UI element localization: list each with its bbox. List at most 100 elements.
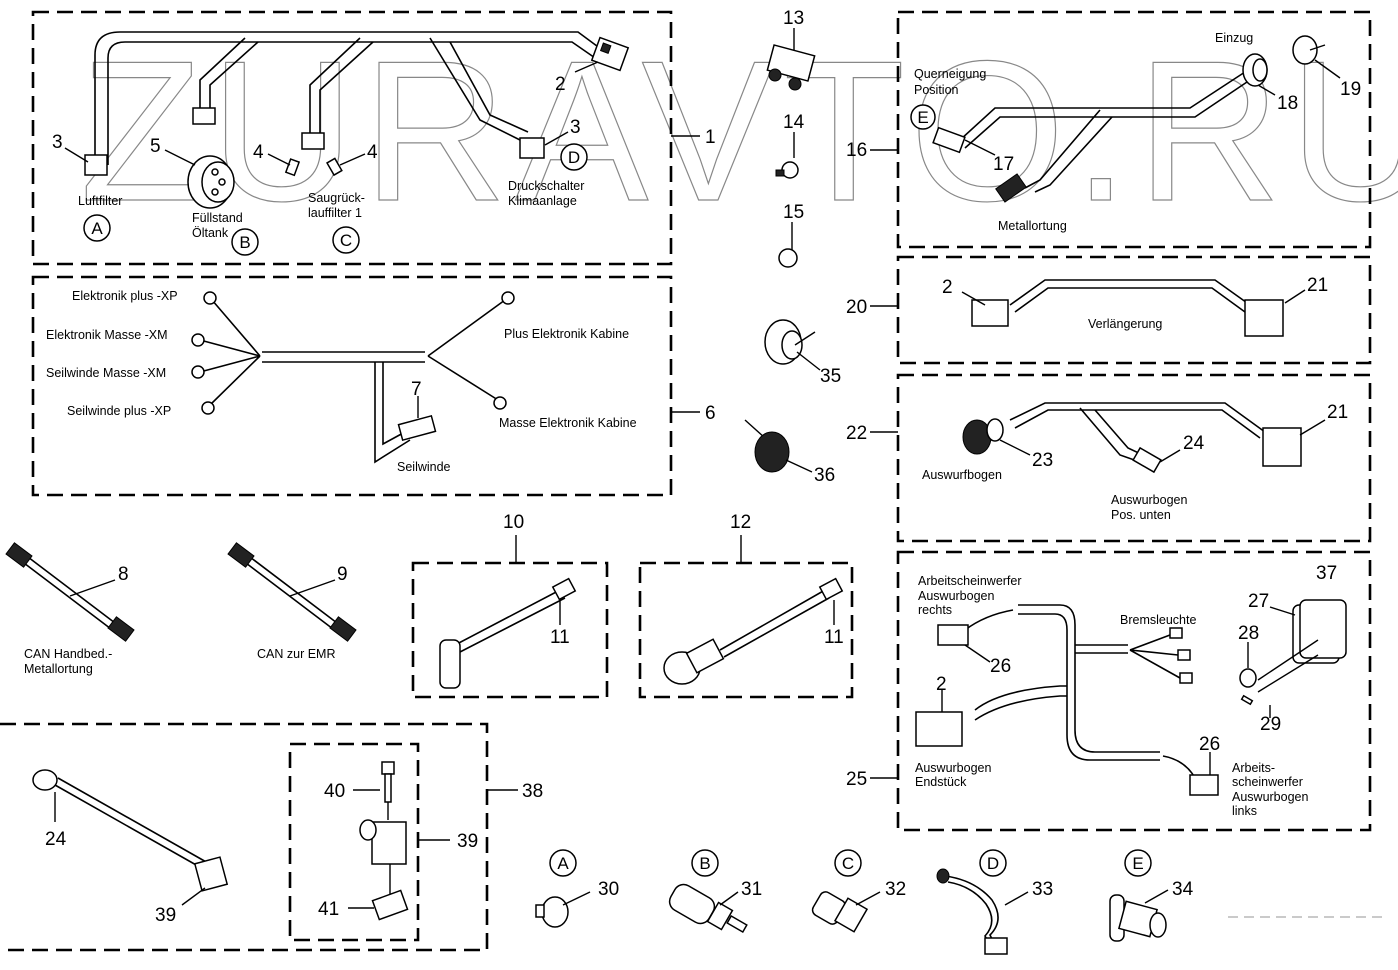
sensor-32[interactable]: C 32 (810, 849, 906, 933)
group-25-harness[interactable]: 25 26 2 26 37 27 28 29 Arbeitsc (846, 550, 1372, 832)
harness-wire (1018, 604, 1160, 761)
label-seilwinde-masse: Seilwinde Masse -XM (46, 366, 166, 380)
sleeve (192, 107, 216, 125)
connector-3-right[interactable] (519, 137, 545, 159)
label-auswurbogen: Auswurbogen (918, 589, 994, 603)
connector-21[interactable] (1244, 299, 1284, 337)
connector-21[interactable] (1262, 427, 1302, 467)
callout-28: 28 (1238, 623, 1259, 644)
group-22-harness[interactable]: 22 23 24 21 Auswurfbogen Auswurbogen Pos… (846, 373, 1372, 543)
group-12-number: 12 (730, 512, 751, 533)
label-arbeitscheinwerfer: Arbeitscheinwerfer (918, 574, 1022, 588)
connector-3-left[interactable] (84, 154, 108, 176)
group-1-harness[interactable]: 1 3 5 4 4 (31, 10, 716, 266)
group-38-kit[interactable]: 38 24 39 39 40 41 (0, 722, 543, 952)
metallortung-plug (995, 173, 1027, 203)
circle-D (560, 143, 588, 171)
watermark-text: ZURAVTO.RU (80, 20, 1398, 243)
group-16-harness[interactable]: 16 17 18 19 Querneigung Position Einzug … (846, 10, 1372, 249)
part-15-clamp[interactable]: 15 (778, 202, 804, 268)
part-9-can-cable[interactable]: 9 CAN zur EMR (227, 542, 357, 661)
connector-24[interactable] (1132, 446, 1162, 474)
sensor-30[interactable]: A 30 (535, 849, 619, 928)
group-22-frame (896, 373, 1372, 543)
part-35-cap[interactable]: 35 (764, 319, 841, 387)
callout-36: 36 (814, 465, 835, 486)
group-12-cable[interactable]: 12 11 (638, 512, 854, 699)
circle-D-text: D (987, 854, 999, 873)
valve-plug-39[interactable] (371, 821, 407, 865)
label-pos-unten: Pos. unten (1111, 508, 1171, 522)
screw-40[interactable] (381, 761, 395, 803)
callout-14: 14 (783, 112, 805, 133)
callout-7: 7 (411, 379, 422, 400)
part-8-can-cable[interactable]: 8 CAN Handbed.- Metallortung (5, 542, 135, 676)
part-19-cap[interactable] (1292, 35, 1326, 65)
label-scheinwerfer: scheinwerfer (1232, 775, 1303, 789)
pin-29 (1240, 694, 1254, 706)
bremsleuchte-leads (1129, 634, 1181, 679)
callout-18: 18 (1277, 93, 1298, 114)
group-20-extension[interactable]: 20 2 21 Verlängerung (846, 255, 1372, 365)
callout-26: 26 (990, 656, 1011, 677)
trunk-wire (262, 351, 425, 363)
sensor-31[interactable]: B 31 (666, 849, 762, 933)
group-6-harness[interactable]: 6 7 Elektronik plus -XP Elektronik Masse… (31, 275, 716, 497)
group-10-number: 10 (503, 512, 524, 533)
label-fuellstand: Füllstand (192, 211, 243, 225)
connector-17[interactable] (932, 126, 966, 154)
connector-4a[interactable] (284, 158, 301, 177)
connector-2[interactable] (915, 711, 963, 747)
sensor-33[interactable]: D 33 (936, 849, 1053, 955)
circle-D-text: D (568, 148, 580, 167)
connector-26-right[interactable] (937, 624, 969, 646)
label-seilwinde: Seilwinde (397, 460, 451, 474)
part-13-distributor[interactable]: 13 (766, 8, 816, 91)
extension-wire (1009, 279, 1251, 313)
brake-lamp-37[interactable] (1239, 599, 1347, 706)
connector-4b[interactable] (326, 157, 343, 177)
label-rechts: rechts (918, 603, 952, 617)
callout-34: 34 (1172, 879, 1194, 900)
callout-21: 21 (1327, 402, 1348, 423)
callout-37: 37 (1316, 563, 1337, 584)
connector-18[interactable] (1242, 53, 1268, 87)
bulb-28 (1239, 668, 1257, 688)
endstueck-wire (974, 685, 1067, 721)
label-auswurbogen-pos: Auswurbogen (1111, 493, 1187, 507)
callout-39: 39 (457, 831, 478, 852)
connector-2[interactable] (590, 36, 630, 72)
callout-29: 29 (1260, 714, 1281, 735)
group-20-frame (896, 255, 1372, 365)
group-10-cable[interactable]: 10 11 (411, 512, 609, 699)
callout-3: 3 (52, 132, 63, 153)
circle-A (83, 214, 111, 242)
group-10-frame (411, 561, 609, 699)
sensor-34[interactable]: E 34 (1109, 849, 1194, 942)
label-can-zur-emr: CAN zur EMR (257, 647, 335, 661)
connector-7[interactable] (397, 414, 437, 442)
connector-26-left[interactable] (1189, 774, 1219, 796)
callout-19: 19 (1340, 79, 1361, 100)
connector-23[interactable] (962, 418, 1004, 455)
label-masse-kabine: Masse Elektronik Kabine (499, 416, 637, 430)
connector-5-round[interactable] (187, 155, 235, 209)
harness-wire (107, 41, 599, 165)
harness-branch (309, 37, 374, 135)
gasket-41[interactable] (371, 889, 409, 921)
label-metallortung: Metallortung (24, 662, 93, 676)
sleeve (301, 132, 325, 150)
label-bremsleuchte: Bremsleuchte (1120, 613, 1196, 627)
label-links: links (1232, 804, 1257, 818)
part-14-clamp[interactable]: 14 (775, 112, 805, 179)
connector-2[interactable] (971, 299, 1009, 327)
callout-8: 8 (118, 564, 129, 585)
circle-C-text: C (842, 854, 854, 873)
harness-branch (1024, 109, 1113, 193)
label-elektronik-plus: Elektronik plus -XP (72, 289, 178, 303)
callout-31: 31 (741, 879, 762, 900)
callout-24: 24 (45, 829, 67, 850)
part-36-cap[interactable]: 36 (744, 419, 835, 486)
group-6-frame (31, 275, 673, 497)
